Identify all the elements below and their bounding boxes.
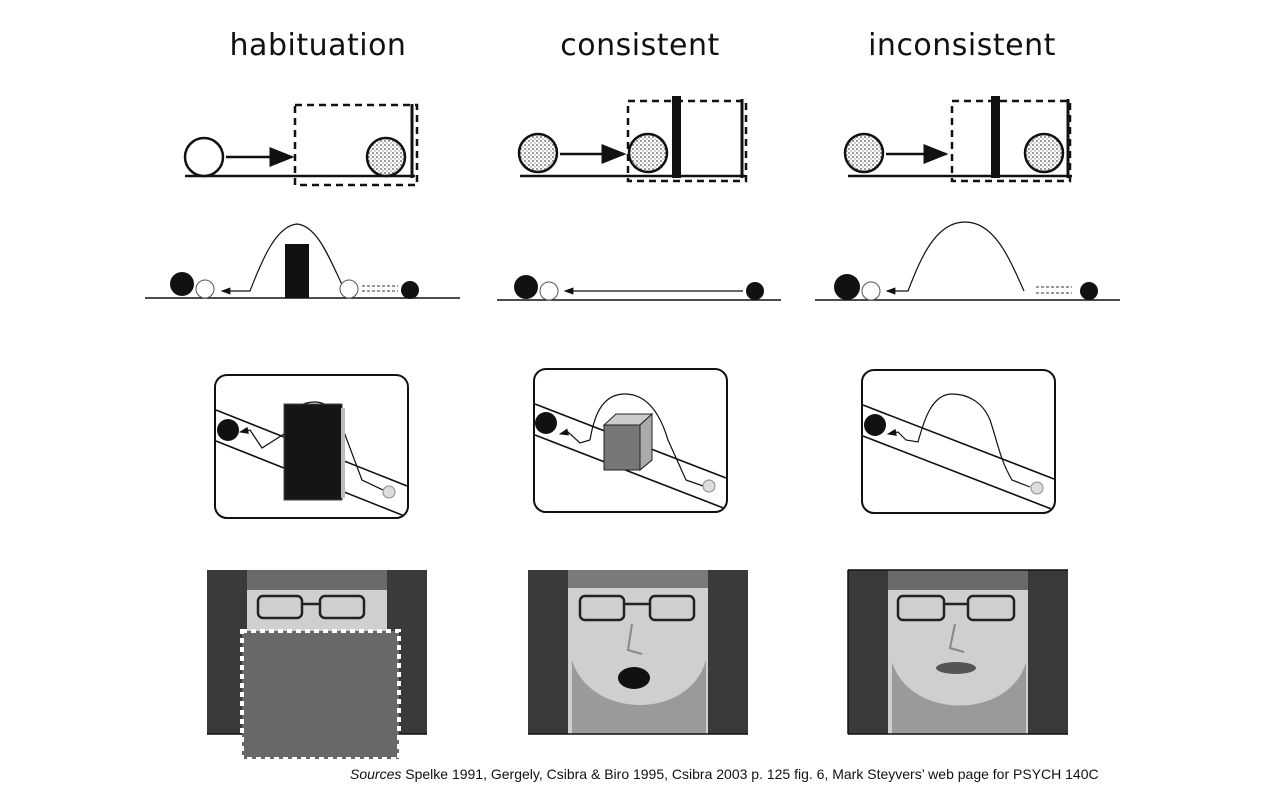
row2-consistent-diagram: [497, 275, 781, 301]
tall-barrier-icon: [283, 403, 343, 501]
row2-inconsistent-diagram: [815, 221, 1120, 301]
ball-icon: [1023, 132, 1065, 174]
wall-icon: [672, 96, 681, 178]
occluder-outline: [950, 99, 1072, 183]
face-occluder: [240, 629, 401, 761]
row3-habituation-panel: [214, 374, 409, 519]
closed-mouth: [936, 662, 976, 674]
face-photo-habituation: [207, 570, 427, 761]
column-title-consistent: consistent: [560, 28, 720, 63]
open-mouth: [618, 667, 650, 689]
occluder-outline: [626, 99, 748, 183]
column-title-habituation: habituation: [229, 28, 407, 63]
ball-icon: [517, 132, 559, 174]
sources-label: Sources: [350, 766, 402, 782]
barrier-icon: [285, 244, 309, 298]
face-photo-inconsistent: [847, 569, 1068, 735]
ball-icon: [843, 132, 885, 174]
row2-habituation-diagram: [145, 223, 460, 299]
row1-consistent-diagram: [517, 96, 748, 183]
ball-icon: [183, 136, 225, 178]
ball-icon: [365, 136, 407, 178]
occluder-outline: [293, 103, 419, 187]
sources-caption: Sources Spelke 1991, Gergely, Csibra & B…: [350, 766, 1099, 782]
row1-habituation-diagram: [183, 103, 419, 187]
row3-consistent-panel: [533, 368, 728, 513]
ball-icon: [627, 132, 669, 174]
wall-icon: [991, 96, 1000, 178]
column-title-inconsistent: inconsistent: [868, 28, 1056, 63]
row1-inconsistent-diagram: [843, 96, 1072, 183]
face-photo-consistent: [528, 570, 748, 735]
row3-inconsistent-panel: [861, 369, 1056, 514]
sources-text: Spelke 1991, Gergely, Csibra & Biro 1995…: [401, 766, 1099, 782]
